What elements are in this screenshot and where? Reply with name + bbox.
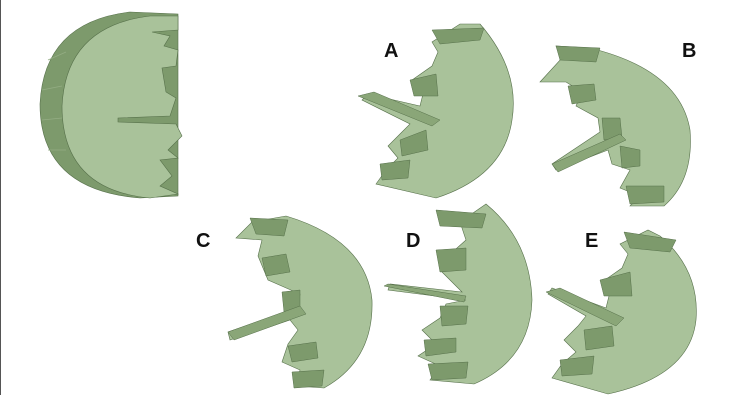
option-a-face (361, 23, 514, 199)
reference-shape (39, 11, 183, 199)
option-c-arm (227, 305, 307, 341)
option-d-face (387, 203, 533, 385)
reference-face (61, 15, 183, 199)
option-d-arm (383, 283, 467, 303)
reference-rim-lines (41, 51, 67, 151)
option-d-steps (423, 209, 487, 381)
option-e-arm (545, 287, 625, 327)
option-a-arm (357, 91, 441, 127)
option-a-shape (357, 23, 514, 199)
option-c-label: C (196, 230, 211, 252)
option-a-label: A (384, 40, 399, 62)
option-e-shape (545, 229, 697, 395)
option-e-label: E (585, 230, 599, 252)
option-b-arm (551, 133, 627, 173)
option-d-shape (383, 203, 533, 385)
left-border-line (0, 0, 1, 395)
option-d-label: D (406, 230, 421, 252)
option-e-steps (559, 231, 677, 377)
option-e-face (547, 229, 697, 395)
option-b-label: B (682, 40, 697, 62)
option-c-shape (227, 215, 373, 389)
option-a-steps (379, 27, 485, 181)
option-b-shape (539, 45, 691, 207)
